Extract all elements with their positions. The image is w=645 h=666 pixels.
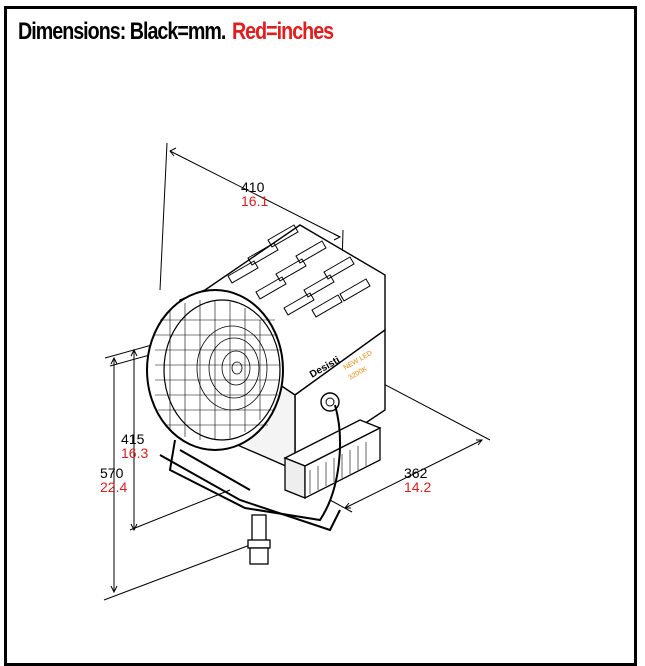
- length-inch-label: 16.1: [241, 193, 268, 209]
- title-inches-legend: Red=inches: [231, 18, 334, 45]
- tilt-knob-center: [325, 397, 335, 407]
- head-height-extension-bottom: [129, 489, 231, 531]
- total-height-extension-bottom: [103, 544, 251, 601]
- length-arrow-end: [333, 233, 342, 241]
- head-height-arrow-bottom: [130, 523, 138, 532]
- mounting-spigot: [247, 514, 271, 565]
- title-mm-legend: Dimensions: Black=mm.: [18, 18, 226, 45]
- head-height-mm-label: 415: [121, 431, 145, 447]
- width-extension-top: [379, 381, 491, 441]
- width-arrow-right: [476, 439, 484, 446]
- total-height-arrow-top: [110, 356, 118, 365]
- vent-slots: [227, 224, 371, 318]
- ballast-box: [283, 419, 382, 500]
- length-extension-left: [159, 142, 168, 291]
- head-height-arrow-top: [130, 348, 138, 357]
- lens-inner-ring: [163, 299, 281, 441]
- total-height-arrow-bottom: [110, 585, 118, 594]
- length-mm-label: 410: [241, 179, 265, 195]
- front-lens-assembly: [146, 289, 284, 451]
- yoke-arm: [168, 404, 341, 522]
- dimension-lines: [103, 142, 491, 601]
- page-title: Dimensions: Black=mm.Red=inches: [18, 18, 334, 46]
- total-height-mm-label: 570: [100, 465, 124, 481]
- length-dimension-line: [169, 150, 341, 238]
- width-dimension-line: [344, 439, 483, 509]
- head-height-inch-label: 16.3: [121, 445, 148, 461]
- base-rail: [159, 454, 341, 532]
- length-arrow-start: [169, 147, 177, 157]
- width-extension-bottom: [329, 499, 353, 513]
- width-mm-label: 362: [404, 465, 428, 481]
- yoke-and-base: [159, 404, 341, 532]
- width-inch-label: 14.2: [404, 479, 431, 495]
- total-height-inch-label: 22.4: [100, 479, 127, 495]
- fresnel-rings: [196, 325, 268, 411]
